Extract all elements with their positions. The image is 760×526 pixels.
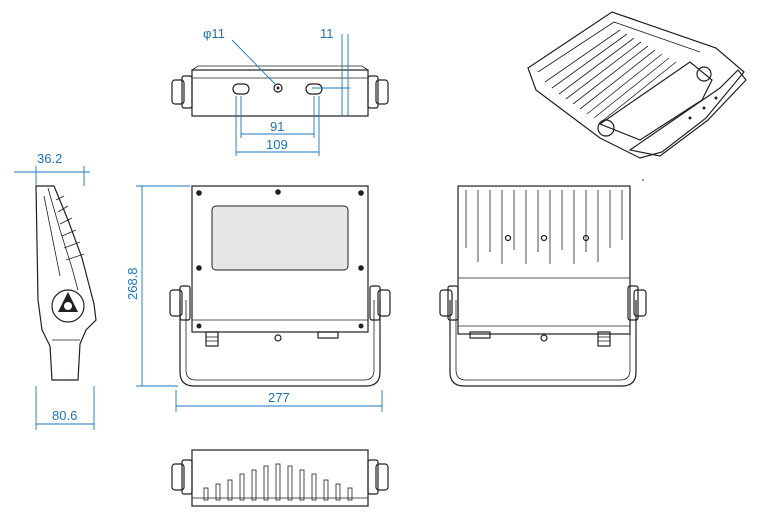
iso-knob-right <box>696 66 712 82</box>
bottom-left-knob <box>171 463 185 491</box>
front-view-dimensions: 268.8 277 <box>125 185 383 412</box>
back-left-knob <box>439 289 453 317</box>
side-knob <box>51 289 85 323</box>
dim-slot-inner: 91 <box>270 119 284 134</box>
iso-housing <box>598 61 713 141</box>
iso-bracket <box>628 69 747 157</box>
back-bracket <box>449 300 637 387</box>
side-view <box>35 185 97 381</box>
front-view <box>169 185 391 387</box>
center-hole <box>273 83 283 93</box>
back-fins <box>465 190 623 264</box>
top-view <box>171 65 389 117</box>
front-view-body <box>191 185 369 333</box>
front-cable-gland <box>205 331 219 347</box>
back-view-body <box>457 185 631 335</box>
dim-hole-diameter: φ11 <box>203 26 225 41</box>
front-fitting <box>317 331 339 339</box>
bottom-view <box>171 449 389 507</box>
top-left-knob <box>171 79 185 105</box>
front-right-knob <box>377 289 391 317</box>
bottom-right-knob <box>375 463 389 491</box>
isometric-view <box>527 11 747 159</box>
iso-outline <box>527 11 745 159</box>
front-bracket <box>179 300 381 387</box>
top-view-dimensions: φ11 11 91 109 <box>203 26 350 156</box>
dim-slot-offset: 11 <box>320 26 334 41</box>
side-view-body <box>35 185 97 381</box>
back-right-knob <box>633 289 647 317</box>
top-right-knob <box>375 79 389 105</box>
front-lens <box>211 205 349 271</box>
dim-width: 277 <box>268 390 290 405</box>
bottom-fins <box>203 463 353 501</box>
right-slot <box>305 83 323 95</box>
side-view-dimensions: 36.2 80.6 <box>14 151 95 430</box>
left-slot <box>232 83 250 95</box>
dim-side-depth-bottom: 80.6 <box>52 408 77 423</box>
front-left-knob <box>169 289 183 317</box>
dim-side-depth-top: 36.2 <box>37 151 62 166</box>
iso-knob-left <box>597 119 615 137</box>
back-view <box>439 185 647 387</box>
back-cable-gland <box>597 331 611 347</box>
dim-slot-outer: 109 <box>266 137 288 152</box>
dim-height: 268.8 <box>125 267 140 300</box>
